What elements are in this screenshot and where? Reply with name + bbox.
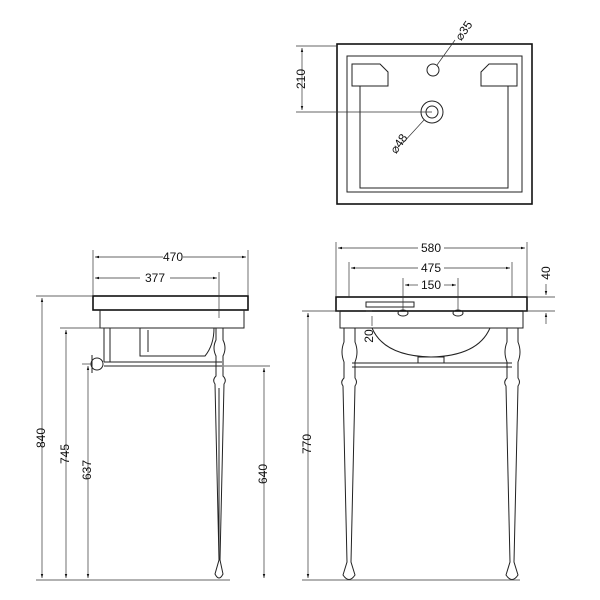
side-view: 470 377 840 745 637 640: [34, 250, 270, 581]
front-width-label: 580: [421, 241, 441, 255]
overall-width-label: 470: [163, 250, 183, 264]
top-basin-outline: [336, 43, 533, 205]
top-view: 210 ⌀35 ⌀48: [294, 18, 533, 205]
leader-48: [401, 119, 425, 145]
tap-offset-label: 377: [145, 271, 165, 285]
top-left-bracket: [351, 63, 389, 87]
front-bowl: [371, 327, 491, 358]
front-view: 580 475 150 40 20 770: [300, 241, 555, 581]
waste-height-label: 745: [58, 444, 72, 464]
side-bowl: [139, 327, 215, 357]
top-basin-rim: [346, 55, 523, 193]
tap-hole: [426, 63, 440, 77]
trap-height-label: 637: [80, 460, 94, 480]
inner-width-label: 475: [421, 261, 441, 275]
depth-label: 210: [294, 69, 308, 89]
side-basin-body: [99, 310, 245, 329]
side-front-leg: [213, 328, 226, 579]
basin-depth-label: 20: [362, 329, 376, 343]
side-basin-rim: [92, 295, 249, 311]
front-waste: [417, 356, 445, 364]
front-right-leg: [504, 328, 521, 580]
side-trap-knob: [90, 357, 104, 371]
side-rear-post: [103, 328, 111, 362]
front-left-leg: [341, 328, 358, 580]
top-bowl-outline: [359, 86, 509, 189]
rim-height-label: 40: [539, 266, 553, 280]
tap-hole-label: ⌀35: [452, 18, 475, 43]
overall-height-label: 840: [34, 428, 48, 448]
top-right-bracket: [480, 63, 518, 87]
front-basin-rim: [335, 296, 528, 312]
front-basin-body: [339, 311, 524, 329]
leader-35: [436, 39, 456, 66]
basin-height-label: 770: [300, 434, 314, 454]
waste-hole-label: ⌀48: [387, 131, 410, 156]
tap-spacing-label: 150: [421, 278, 441, 292]
leg-height-label: 640: [256, 464, 270, 484]
front-tap-block: [365, 301, 415, 308]
